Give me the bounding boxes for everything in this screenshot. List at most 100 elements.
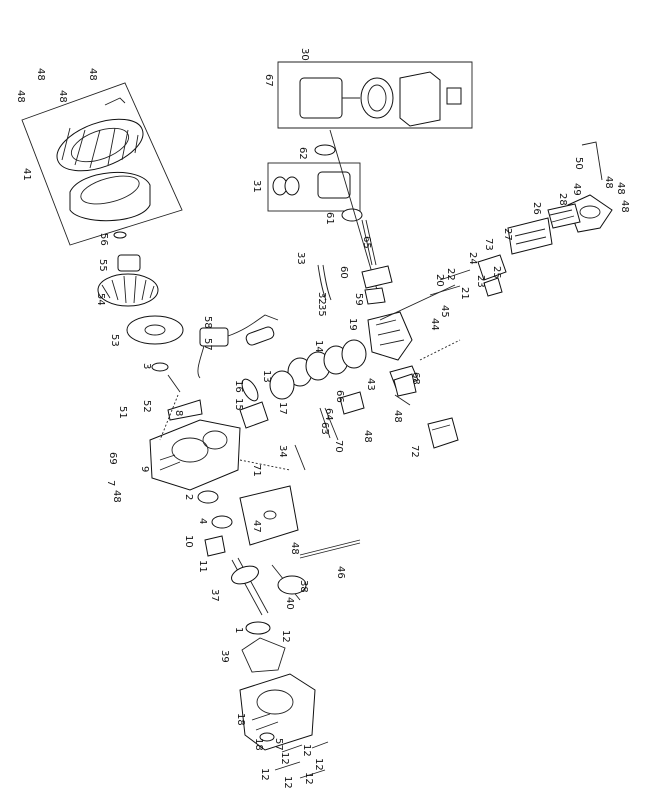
callout-label: 69 [107,452,118,465]
callout-label: 12 [280,630,291,643]
callout-label: 18 [253,738,264,751]
callout-label: 27 [502,228,513,241]
callout-label: 53 [109,334,120,347]
callout-label: 19 [347,318,358,331]
callout-label: 55 [97,259,108,272]
bolts-bottom [274,741,329,779]
valve-train [294,373,417,471]
callout-label: 33 [295,252,306,265]
callout-label: 46 [335,566,346,579]
callout-label: 25 [491,266,502,279]
screw-labels: 48 48 48 48 48 48 48 48 48 48 [15,68,630,555]
callout-label: 48 [619,200,630,213]
callout-label: 44 [429,318,440,331]
callout-label: 51 [117,406,128,419]
callout-label: 12 [282,776,293,789]
callout-label: 22 [445,268,456,281]
callout-label: 21 [459,287,470,300]
callout-label: 13 [261,370,272,383]
callout-label: 58 [202,316,213,329]
callout-label: 70 [333,440,344,453]
callout-label: 61 [324,212,335,225]
callout-label: 37 [209,589,220,602]
air-filter-assembly [277,61,473,156]
callout-label: 73 [483,238,494,251]
callout-label: 59 [353,293,364,306]
exhaust-group [429,141,613,297]
callout-label: 31 [251,180,262,193]
callout-label: 9 [139,466,150,472]
callout-label: 38 [298,580,309,593]
callout-label: 72 [409,445,420,458]
callout-label: 12 [279,752,290,765]
callout-label: 40 [284,597,295,610]
intake-parts [317,219,393,305]
callout-label: 12 [313,758,324,771]
callout-label: 26 [531,202,542,215]
callout-label: 48 [35,68,46,81]
callout-label: 49 [571,183,582,196]
callout-label: 3 [141,363,152,369]
callout-label: 10 [183,535,194,548]
callout-label: 34 [277,445,288,458]
crankshaft-group [197,490,271,635]
callout-label: 30 [299,48,310,61]
assembly-lines [159,339,461,471]
callout-label: 48 [87,68,98,81]
callout-label: 1 [233,627,244,633]
callout-label: 15 [233,398,244,411]
callout-label: 47 [251,520,262,533]
callout-label: 63 [319,422,330,435]
guard-and-camshaft [239,485,361,601]
callout-label: 71 [251,464,262,477]
callout-label: 8 [173,410,184,416]
callout-label: 48 [289,542,300,555]
callout-label: 56 [98,233,109,246]
callout-label: 48 [362,430,373,443]
callout-label: 43 [365,378,376,391]
callout-label: 48 [111,490,122,503]
callout-label: 4 [197,518,208,524]
ignition-coil [197,314,279,379]
side-box [427,417,459,449]
callout-label: 12 [303,772,314,785]
callout-label: 12 [301,744,312,757]
callout-label: 24 [467,252,478,265]
callout-label: 35 [316,304,327,317]
callout-label: 67 [263,74,274,87]
callout-label: 18 [235,713,246,726]
callout-label: 60 [338,266,349,279]
callout-label: 28 [557,193,568,206]
callout-label: 48 [392,410,403,423]
callout-label: 52 [141,400,152,413]
callout-label: 20 [434,274,445,287]
recoil-starter-assembly [21,82,183,246]
callout-label: 45 [439,305,450,318]
callout-label: 32 [316,292,327,305]
crankcase-block [149,378,269,491]
callout-label: 50 [573,157,584,170]
callout-labels: 30 67 62 31 61 33 60 32 35 59 58 57 56 5… [21,48,584,726]
flywheel-parts [97,231,184,393]
callout-label: 48 [603,176,614,189]
callout-label: 54 [95,293,106,306]
callout-label: 57 [202,338,213,351]
callout-label: 23 [475,275,486,288]
bottom-labels: 18 57 12 12 12 12 12 12 [253,738,324,789]
callout-label: 48 [615,182,626,195]
callout-label: 12 [259,768,270,781]
callout-label: 14 [313,340,324,353]
crankcase-cover [239,637,316,751]
callout-label: 48 [57,90,68,103]
cylinder-head-group [269,284,456,400]
callout-label: 2 [183,494,194,500]
callout-label: 11 [197,560,208,573]
callout-label: 66 [334,390,345,403]
callout-label: 57 [273,738,284,751]
callout-label: 64 [323,408,334,421]
callout-label: 62 [297,147,308,160]
callout-label: 17 [277,402,288,415]
callout-label: 16 [233,380,244,393]
callout-label: 48 [15,90,26,103]
